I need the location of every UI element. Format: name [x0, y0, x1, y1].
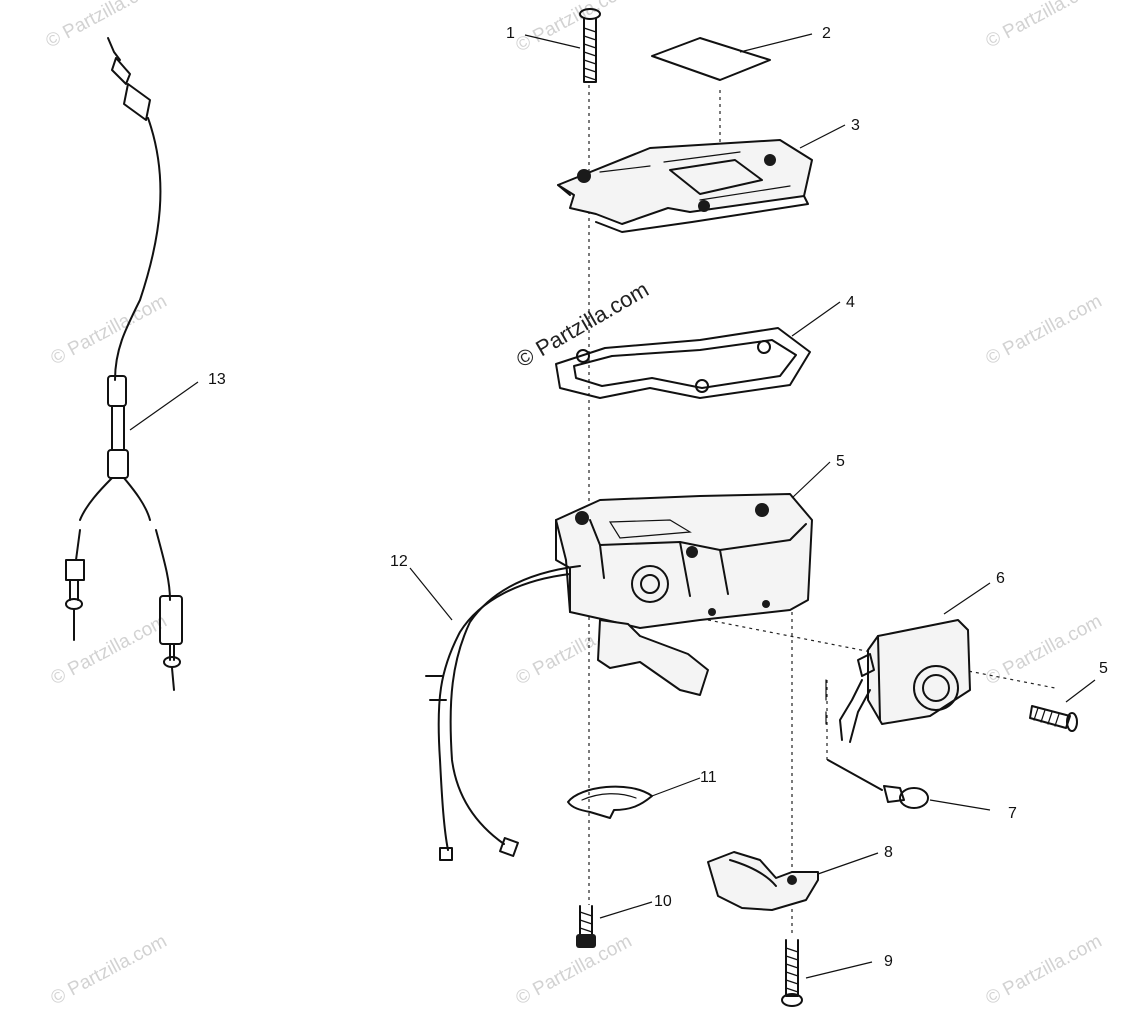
leader-lines	[129, 33, 1096, 979]
callout-7: 7	[1008, 805, 1017, 822]
watermark: © Partzilla.com	[47, 611, 170, 690]
callout-11: 11	[700, 769, 717, 786]
screw-lower-left	[576, 905, 596, 948]
watermark: © Partzilla.com	[512, 931, 635, 1010]
callout-labels: 1 2 3 4 5 5 6 7 8 9 10 11 12 13	[208, 25, 1108, 970]
label-plate	[651, 37, 771, 81]
callout-13: 13	[208, 371, 226, 388]
watermark: © Partzilla.com	[47, 931, 170, 1010]
switch-wires	[825, 679, 871, 743]
watermark: © Partzilla.com	[42, 0, 165, 52]
switch-housing	[857, 619, 971, 725]
bulb	[827, 759, 929, 809]
retainer-clip	[567, 785, 653, 819]
callout-4: 4	[846, 294, 855, 311]
watermark: © Partzilla.com	[512, 0, 635, 56]
watermark: © Partzilla.com	[982, 291, 1105, 370]
watermark: © Partzilla.com	[982, 931, 1105, 1010]
screw-bottom	[781, 939, 803, 1007]
callout-3: 3	[851, 117, 860, 134]
callout-1: 1	[506, 25, 515, 42]
throttle-cable	[65, 37, 183, 691]
callout-5: 5	[836, 453, 845, 470]
screw-side	[1029, 705, 1078, 732]
screw-top	[579, 8, 601, 83]
callout-9: 9	[884, 953, 893, 970]
watermark: © Partzilla.com	[982, 0, 1105, 52]
callout-5-side: 5	[1099, 660, 1108, 677]
watermarks: © Partzilla.com © Partzilla.com © Partzi…	[42, 0, 1105, 1009]
callout-6: 6	[996, 570, 1005, 587]
clamp	[707, 851, 819, 911]
throttle-housing	[555, 493, 813, 696]
callout-10: 10	[654, 893, 672, 910]
wire-harness	[425, 565, 581, 861]
callout-2: 2	[822, 25, 831, 42]
gasket	[555, 327, 811, 399]
callout-8: 8	[884, 844, 893, 861]
watermark: © Partzilla.com	[982, 611, 1105, 690]
watermark: © Partzilla.com	[47, 291, 170, 370]
watermark-center: © Partzilla.com	[512, 277, 653, 373]
cover-plate	[557, 139, 813, 233]
callout-12: 12	[390, 553, 408, 570]
